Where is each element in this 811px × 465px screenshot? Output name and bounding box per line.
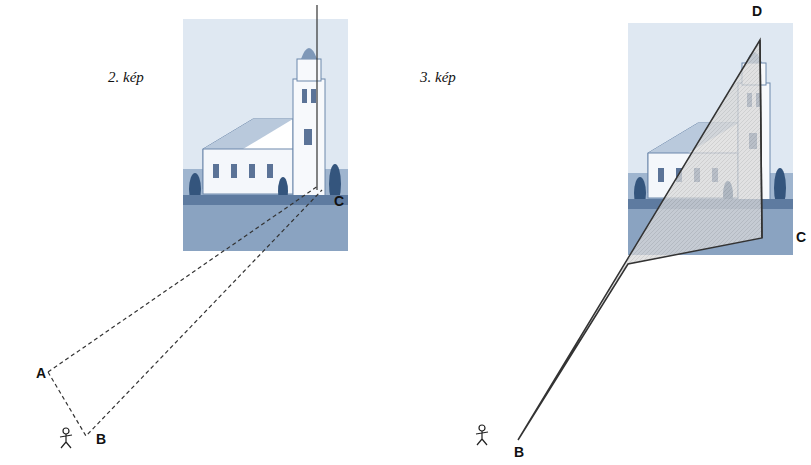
point-label: B — [514, 445, 524, 459]
point-label: C — [334, 194, 344, 208]
point-label: A — [36, 366, 46, 380]
point-label: B — [96, 432, 106, 446]
figure-caption: 3. kép — [420, 70, 456, 85]
point-label: C — [796, 230, 806, 244]
point-label: D — [752, 4, 762, 18]
figure-caption: 2. kép — [108, 70, 144, 85]
